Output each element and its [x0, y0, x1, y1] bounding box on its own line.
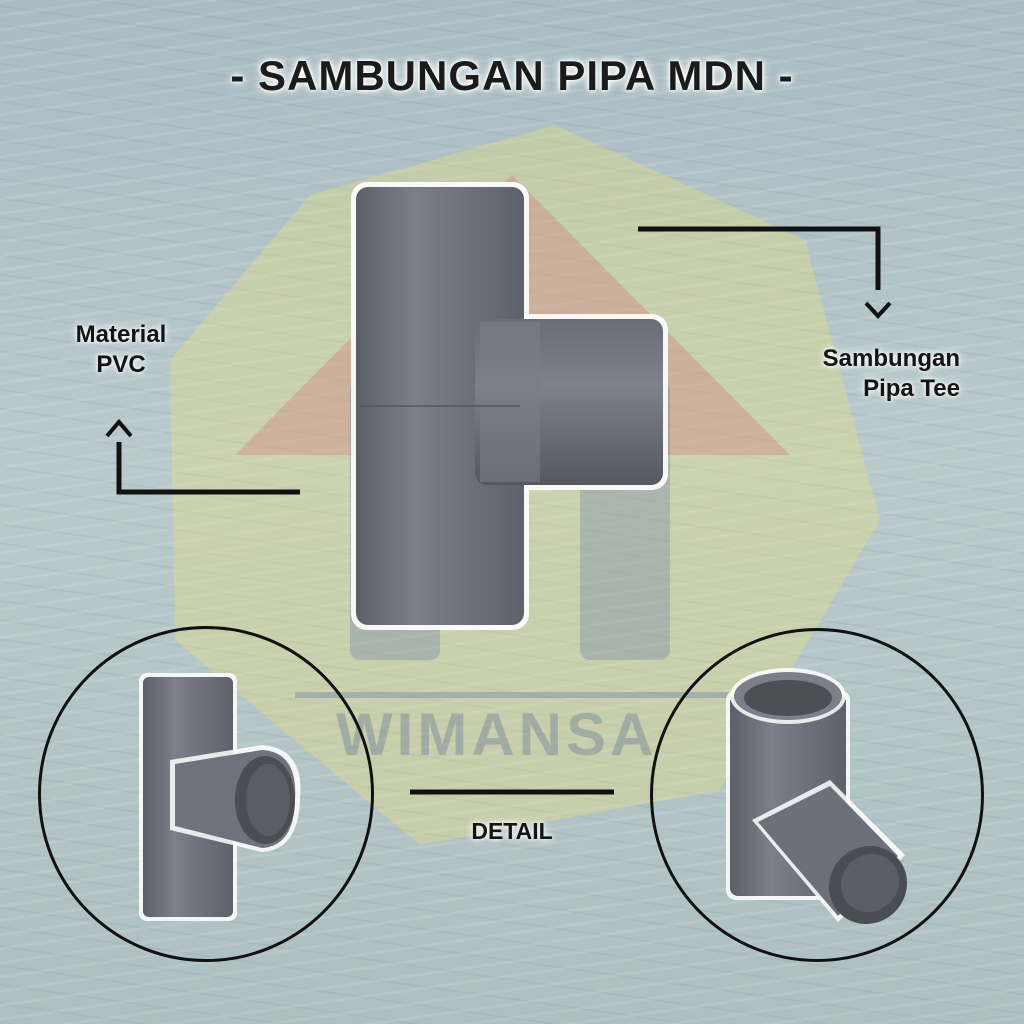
type-label-line1: Sambungan [822, 345, 960, 372]
material-label-line2: PVC [96, 351, 146, 378]
type-label-line2: Pipa Tee [863, 375, 960, 402]
page-title: - SAMBUNGAN PIPA MDN - [230, 52, 794, 99]
type-callout-line [638, 226, 881, 290]
material-label-line1: Material [75, 321, 167, 348]
detail-label: DETAIL [471, 818, 553, 844]
detail-circle-right [650, 628, 984, 962]
watermark-text: WIMANSA [336, 701, 658, 768]
material-callout-line [116, 442, 300, 495]
material-label: Material PVC [66, 320, 176, 380]
down-arrow-icon [864, 301, 892, 319]
type-label: Sambungan Pipa Tee [790, 344, 960, 404]
detail-circle-left [38, 626, 374, 962]
up-arrow-icon [105, 418, 133, 438]
